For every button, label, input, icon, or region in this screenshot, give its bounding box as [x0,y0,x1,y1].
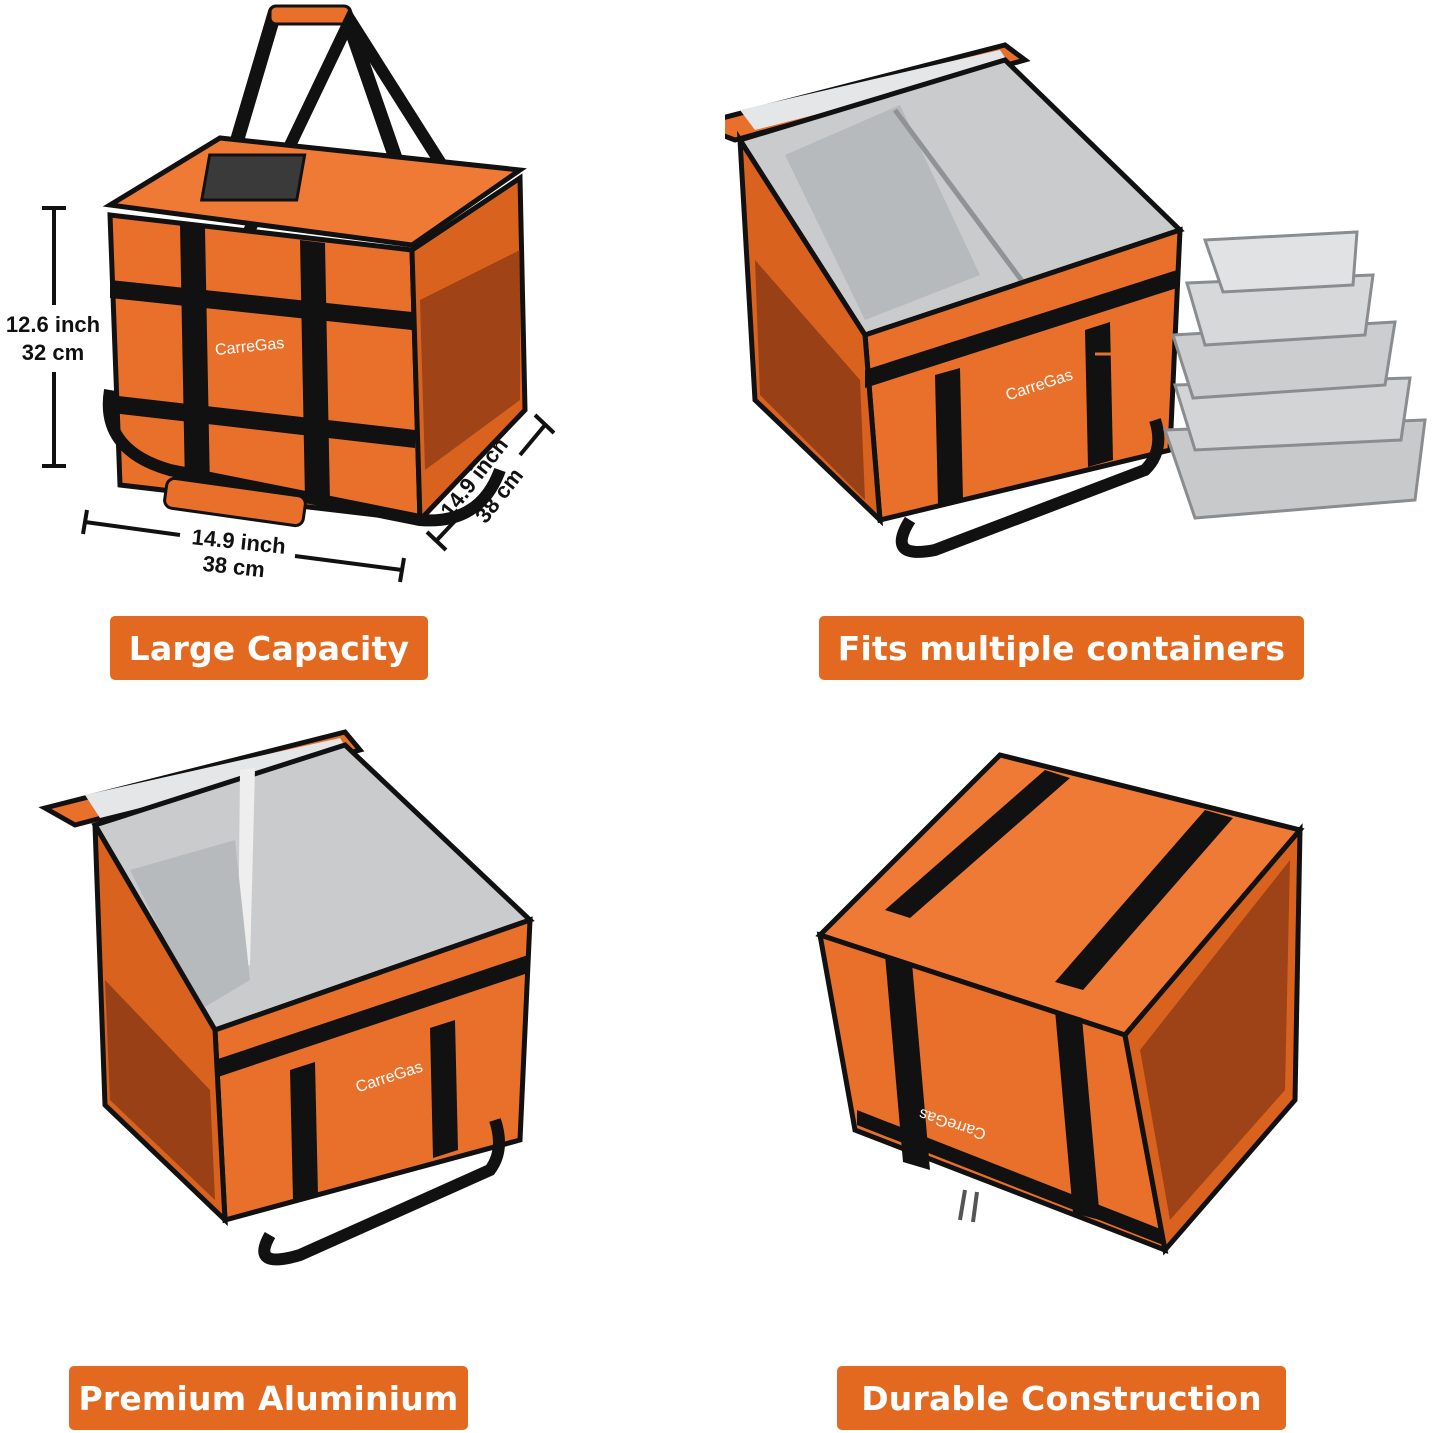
large-capacity-label: Large Capacity [110,616,428,680]
height-cm-label: 32 cm [22,340,84,365]
fits-multiple-containers-label: Fits multiple containers [819,616,1304,680]
height-inch-label: 12.6 inch [6,312,100,337]
open-bag-lining-image: CarreGas [38,729,535,1266]
closed-bag-upside-down-image: CarreGas [815,752,1305,1256]
open-bag-with-containers-image: CarreGas [725,42,1427,558]
premium-aluminium-label: Premium Aluminium [69,1366,468,1430]
width-cm-label: 38 cm [201,551,266,582]
durable-construction-label: Durable Construction [837,1366,1286,1430]
width-dimension-line [81,509,406,583]
closed-bag-with-dimensions-image: CarreGas 12.6 inch 32 cm 14.9 inch 38 cm… [6,4,556,583]
depth-dimension-line [425,413,556,552]
foil-containers-stack [1162,230,1427,520]
height-dimension-line [42,206,66,468]
